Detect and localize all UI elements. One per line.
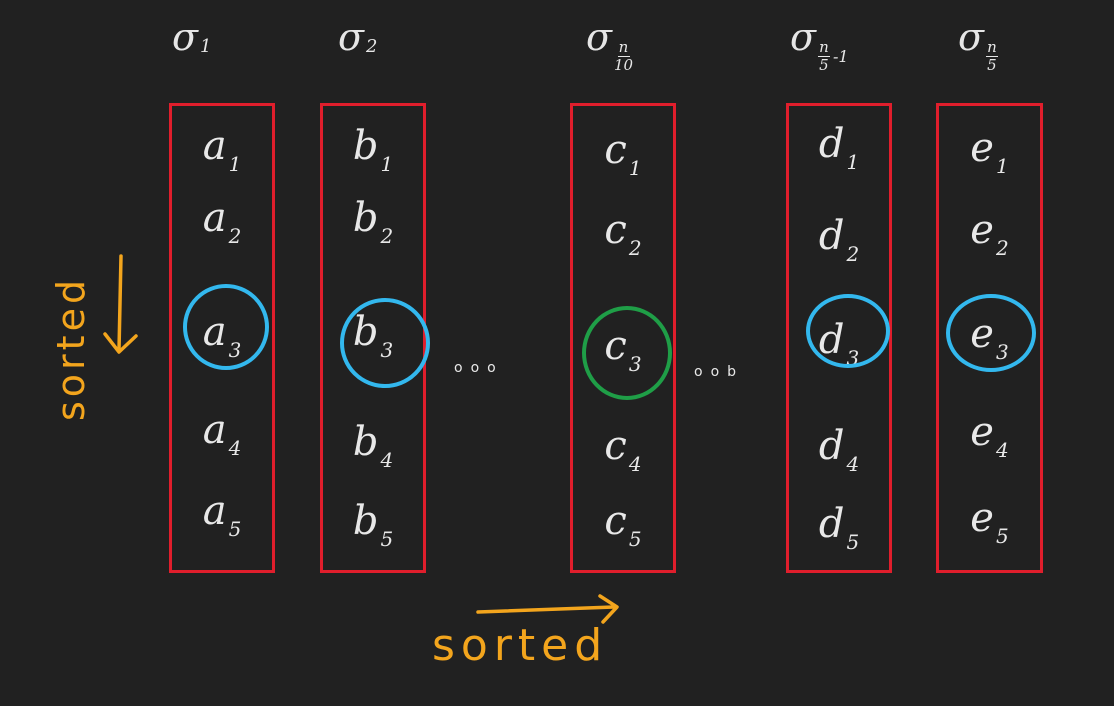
median-of-medians-ring	[582, 306, 672, 400]
median-ring-b	[340, 298, 430, 388]
down-arrow-icon	[103, 254, 138, 354]
right-arrow-icon	[476, 594, 619, 624]
ellipsis-right: oob	[694, 364, 745, 380]
ellipsis-left: ooo	[454, 360, 504, 376]
median-ring-e	[946, 294, 1036, 372]
median-ring-d	[806, 294, 890, 368]
horizontal-sorted-label: sorted	[432, 620, 609, 671]
median-ring-a	[183, 284, 269, 370]
